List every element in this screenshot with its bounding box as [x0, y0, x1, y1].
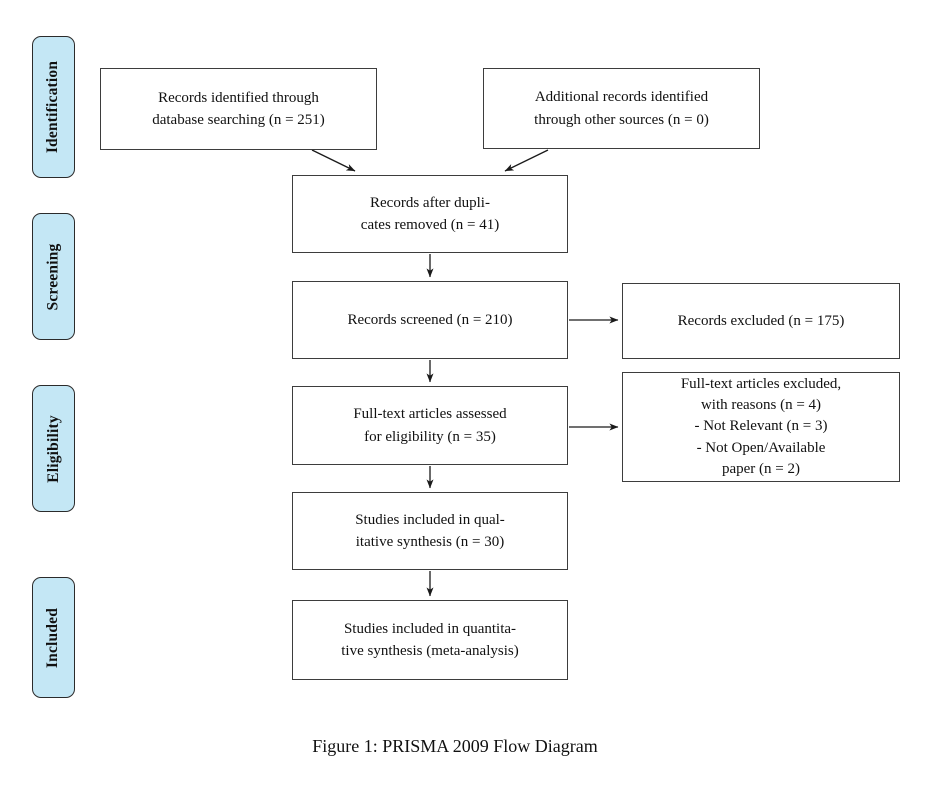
box-text-line: Full-text articles assessed — [353, 406, 507, 422]
box-text-line: Records screened (n = 210) — [347, 311, 513, 328]
box-text-line: paper (n = 2) — [721, 460, 800, 477]
box-text-line: Records identified through — [158, 89, 319, 106]
stage-label-screening: Screening — [44, 243, 62, 310]
arrow-identified-to-duplicates — [311, 149, 356, 172]
box-text-line: with reasons (n = 4) — [700, 397, 822, 414]
box-text-line: Full-text articles excluded, — [680, 375, 842, 392]
stage-pill-screening: Screening — [32, 213, 75, 340]
box-text-line: - Not Open/Available — [696, 439, 826, 456]
arrow-additional-to-duplicates — [504, 149, 549, 172]
flow-box-additional-records: Additional records identified through ot… — [483, 68, 760, 149]
box-text-line: database searching (n = 251) — [152, 112, 325, 128]
flow-box-records-excluded: Records excluded (n = 175) — [622, 283, 900, 359]
box-text-line: Records excluded (n = 175) — [677, 312, 845, 329]
flow-box-after-duplicates: Records after dupli- cates removed (n = … — [292, 175, 568, 253]
stage-label-included: Included — [44, 607, 62, 668]
box-text-line: through other sources (n = 0) — [534, 111, 709, 128]
flow-box-qualitative-synthesis: Studies included in qual- itative synthe… — [292, 492, 568, 570]
box-text-line: cates removed (n = 41) — [360, 217, 500, 233]
stage-pill-eligibility: Eligibility — [32, 385, 75, 512]
box-text-line: Additional records identified — [534, 89, 709, 105]
stage-pill-identification: Identification — [32, 36, 75, 178]
flow-box-records-identified: Records identified through database sear… — [100, 68, 377, 150]
flow-box-fulltext-excluded: Full-text articles excluded, with reason… — [622, 372, 900, 482]
box-text-line: tive synthesis (meta-analysis) — [341, 643, 519, 659]
stage-label-identification: Identification — [44, 60, 62, 154]
box-text-line: itative synthesis (n = 30) — [355, 534, 505, 550]
stage-label-eligibility: Eligibility — [44, 414, 62, 483]
box-text-line: for eligibility (n = 35) — [364, 428, 496, 445]
figure-caption: Figure 1: PRISMA 2009 Flow Diagram — [312, 736, 598, 756]
stage-pill-included: Included — [32, 577, 75, 698]
box-text-line: Studies included in quantita- — [343, 620, 517, 637]
box-text-line: - Not Relevant (n = 3) — [694, 418, 828, 435]
box-text-line: Records after dupli- — [370, 194, 490, 211]
flow-box-records-screened: Records screened (n = 210) — [292, 281, 568, 359]
flow-box-fulltext-assessed: Full-text articles assessed for eligibil… — [292, 386, 568, 465]
box-text-line: Studies included in qual- — [355, 511, 505, 528]
flow-box-quantitative-synthesis: Studies included in quantita- tive synth… — [292, 600, 568, 680]
